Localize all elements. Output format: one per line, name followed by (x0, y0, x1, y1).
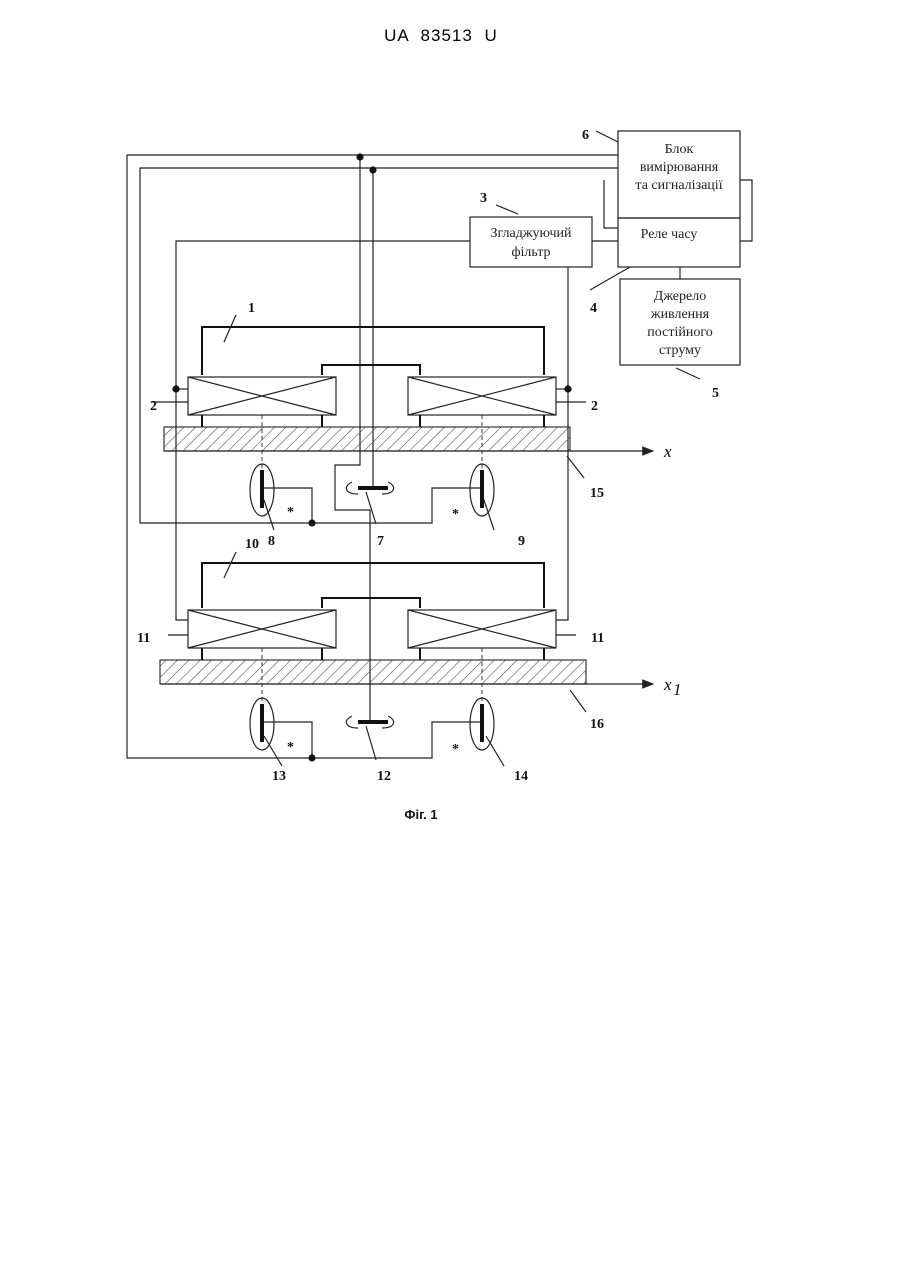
smoothing-filter-block: Згладжуючий фільтр (470, 217, 592, 267)
sensor-9 (470, 464, 494, 516)
label-15: 15 (590, 486, 604, 501)
measurement-block-line-2: вимірювання (640, 160, 719, 175)
sensor-8 (250, 464, 274, 516)
time-relay-block: Реле часу (618, 218, 740, 267)
label-7: 7 (377, 534, 384, 549)
label-9: 9 (518, 534, 525, 549)
measurement-block-line-3: та сигналізації (635, 178, 722, 193)
figure-caption: Фіг. 1 (404, 807, 437, 822)
label-1: 1 (248, 301, 255, 316)
upper-coil-right (408, 377, 556, 427)
label-13: 13 (272, 769, 286, 784)
measurement-block-line-1: Блок (665, 142, 694, 157)
source-block-line-1: Джерело (654, 289, 706, 304)
label-16: 16 (590, 717, 604, 732)
axis-x1-label: x 1 (663, 675, 682, 699)
label-12: 12 (377, 769, 391, 784)
sensor-7 (346, 482, 393, 494)
measurement-signaling-block: Блок вимірювання та сигналізації (618, 131, 740, 218)
label-14: 14 (514, 769, 528, 784)
label-2-right: 2 (591, 399, 598, 414)
label-3: 3 (480, 191, 487, 206)
dc-power-source-block: Джерело живлення постійного струму (620, 279, 740, 365)
star-9: * (452, 507, 459, 522)
source-block-line-2: живлення (650, 307, 710, 322)
source-block-line-3: постійного (647, 325, 712, 340)
upper-plate (164, 427, 653, 451)
lower-coil-left (188, 610, 336, 660)
filter-block-line-1: Згладжуючий (491, 226, 573, 241)
label-11-right: 11 (591, 631, 604, 646)
label-6: 6 (582, 128, 589, 143)
axis-x-label: x (663, 442, 672, 461)
label-11-left: 11 (137, 631, 150, 646)
filter-block-line-2: фільтр (511, 245, 550, 260)
source-block-line-4: струму (659, 343, 701, 358)
label-2-left: 2 (150, 399, 157, 414)
star-14: * (452, 742, 459, 757)
upper-coil-left (188, 377, 336, 427)
lower-magnet-core (202, 563, 544, 608)
label-5: 5 (712, 386, 719, 401)
svg-text:1: 1 (673, 680, 682, 699)
lower-plate (160, 660, 653, 684)
label-10: 10 (245, 537, 259, 552)
svg-text:x: x (663, 675, 672, 694)
reference-numbers: 6 3 4 5 1 2 2 15 8 7 9 10 11 11 16 13 12… (137, 128, 719, 784)
star-13: * (287, 740, 294, 755)
relay-block-line-1: Реле часу (641, 227, 698, 242)
sensor-13 (250, 698, 274, 750)
lower-coil-right (408, 610, 556, 660)
star-8: * (287, 505, 294, 520)
label-8: 8 (268, 534, 275, 549)
label-4: 4 (590, 301, 597, 316)
